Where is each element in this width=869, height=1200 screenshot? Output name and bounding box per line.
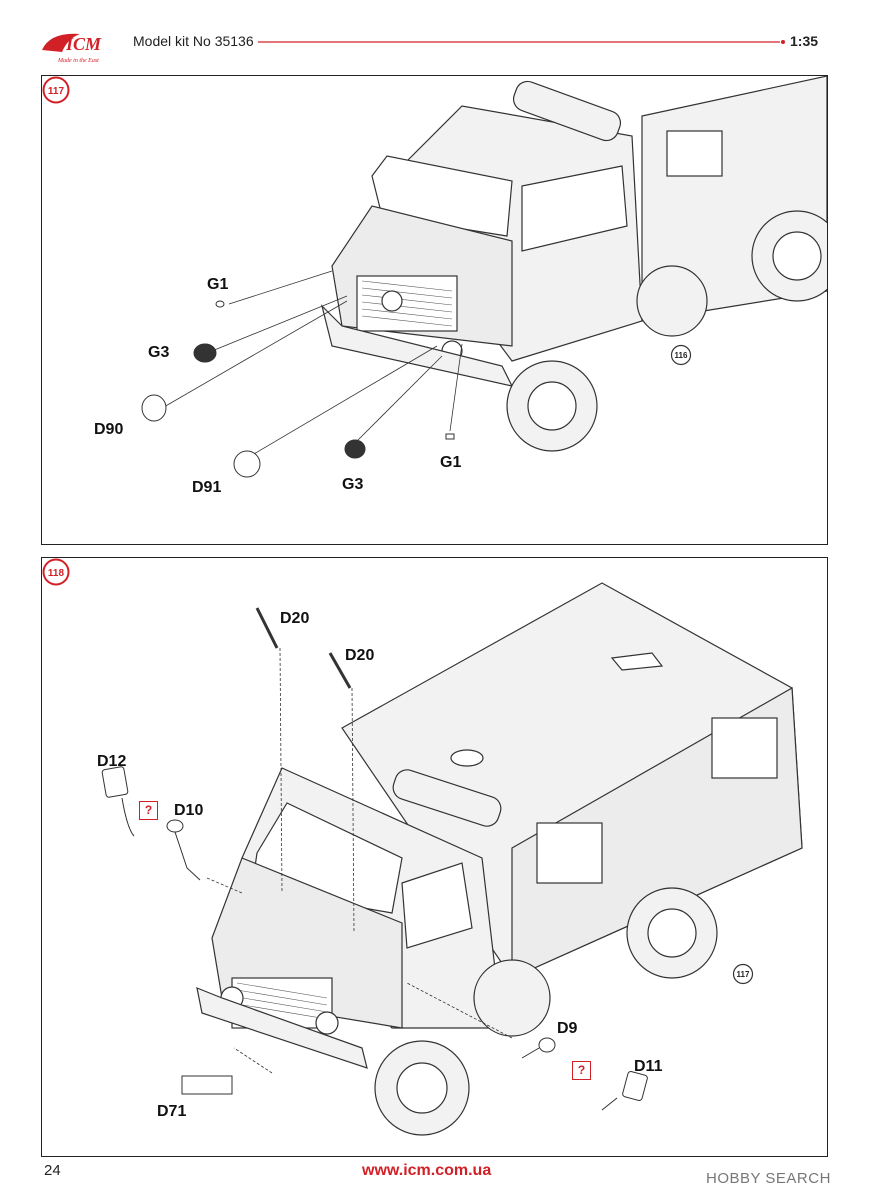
step-117-panel: 117	[41, 75, 828, 545]
part-label-g3: G3	[148, 344, 170, 361]
warning-box: ?	[139, 801, 158, 820]
part-label-d10: D10	[174, 802, 204, 819]
part-label-d91: D91	[192, 479, 222, 496]
step-badge: 118	[42, 558, 70, 586]
step-118-panel: 118	[41, 557, 828, 1157]
warning-symbol: ?	[577, 1063, 586, 1077]
truck-full-illustration	[101, 582, 803, 1136]
header-rule	[258, 40, 785, 44]
step-number: 117	[48, 86, 65, 97]
step-ref-number: 117	[737, 970, 750, 979]
step-ref-badge: 116	[670, 344, 692, 366]
page-header: ICM Made in the East Model kit No 35136 …	[0, 0, 869, 70]
warning-box: ?	[572, 1061, 591, 1080]
icm-logo: ICM Made in the East	[42, 33, 102, 64]
step-badge: 117	[42, 76, 70, 104]
model-kit-number: Model kit No 35136	[133, 33, 254, 49]
part-label-g1: G1	[440, 454, 462, 471]
step-number: 118	[48, 568, 65, 579]
part-label-d20: D20	[345, 647, 375, 664]
step-ref-badge: 117	[732, 963, 754, 985]
logo-tagline: Made in the East	[57, 58, 99, 64]
part-label-d20: D20	[280, 610, 310, 627]
step-ref-number: 116	[675, 351, 688, 360]
scale-label: 1:35	[790, 33, 819, 49]
part-label-g3: G3	[342, 476, 364, 493]
part-label-d90: D90	[94, 421, 124, 438]
logo-text: ICM	[65, 34, 102, 54]
watermark: HOBBY SEARCH	[706, 1170, 831, 1187]
warning-symbol: ?	[144, 803, 153, 817]
part-label-d9: D9	[557, 1020, 578, 1037]
truck-front-illustration	[141, 76, 827, 478]
part-label-d11: D11	[634, 1058, 663, 1075]
part-label-d12: D12	[97, 753, 127, 770]
part-label-d71: D71	[157, 1103, 187, 1120]
website-link[interactable]: www.icm.com.ua	[362, 1162, 492, 1179]
part-label-g1: G1	[207, 276, 229, 293]
page-number: 24	[44, 1162, 61, 1179]
